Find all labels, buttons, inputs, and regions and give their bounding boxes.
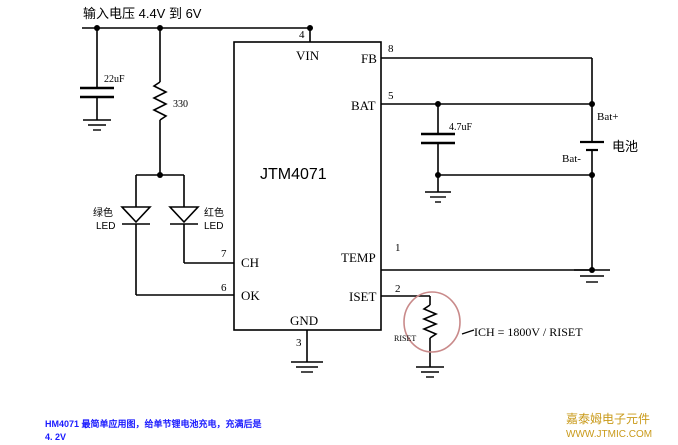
brand-name: 嘉泰姆电子元件 xyxy=(566,412,650,426)
pin-number-vin: 4 xyxy=(299,29,305,41)
junction-dot xyxy=(589,172,595,178)
bat-minus-label: Bat- xyxy=(562,153,581,165)
output-capacitor xyxy=(421,104,455,203)
red-led-label-2: LED xyxy=(204,221,223,232)
battery-symbol xyxy=(580,140,604,270)
pin-number-gnd: 3 xyxy=(296,337,302,349)
battery-label: 电池 xyxy=(612,139,638,154)
pin-number-temp: 1 xyxy=(395,242,401,254)
red-led-label-1: 红色 xyxy=(204,206,224,219)
ic-ground xyxy=(291,330,323,373)
pin-number-iset: 2 xyxy=(395,283,401,295)
led-resistor xyxy=(152,28,168,175)
riset-label: RISET xyxy=(394,334,416,343)
pin-label-ch: CH xyxy=(241,255,259,270)
battery-ground xyxy=(574,269,610,283)
caption-line-2: 4. 2V xyxy=(45,432,66,442)
resistor-value: 330 xyxy=(173,99,188,110)
brand-url: WWW.JTMIC.COM xyxy=(566,429,652,440)
pin-label-fb: FB xyxy=(361,51,377,66)
ic-name: JTM4071 xyxy=(260,166,327,183)
formula-pointer xyxy=(461,329,475,335)
input-cap-value: 22uF xyxy=(104,74,125,85)
pin-number-ok: 6 xyxy=(221,282,227,294)
green-led-label-1: 绿色 xyxy=(93,206,113,219)
pin-number-bat: 5 xyxy=(388,90,394,102)
pin-label-iset: ISET xyxy=(349,289,377,304)
pin-number-ch: 7 xyxy=(221,248,227,260)
green-led-label-2: LED xyxy=(96,221,115,232)
input-voltage-label: 输入电压 4.4V 到 6V xyxy=(83,6,202,21)
caption-line-1: HM4071 最简单应用图，给单节锂电池充电，充满后是 xyxy=(45,418,263,429)
green-led xyxy=(120,175,234,296)
pin-label-ok: OK xyxy=(241,288,260,303)
pin-label-vin: VIN xyxy=(296,48,320,63)
junction-dot xyxy=(589,101,595,107)
input-capacitor xyxy=(80,28,114,131)
iset-highlight-ellipse xyxy=(403,291,461,353)
ic-body xyxy=(233,41,382,331)
pin-label-bat: BAT xyxy=(351,98,376,113)
red-led xyxy=(168,175,234,264)
output-cap-value: 4.7uF xyxy=(449,122,473,133)
pin-number-fb: 8 xyxy=(388,43,394,55)
bat-plus-label: Bat+ xyxy=(597,111,618,123)
pin-label-temp: TEMP xyxy=(341,250,376,265)
pin-label-gnd: GND xyxy=(290,313,318,328)
charge-current-formula: ICH = 1800V / RISET xyxy=(474,325,583,339)
